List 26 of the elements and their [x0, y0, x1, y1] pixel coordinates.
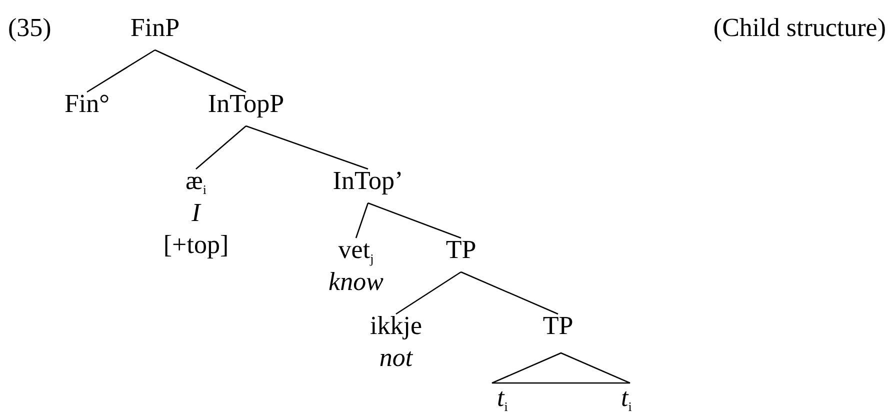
structure-caption: (Child structure) — [713, 12, 886, 44]
tree-node-label: Fin° — [64, 88, 110, 120]
tree-node-label: æ$_{i}$ — [186, 165, 206, 197]
tree-branch — [196, 126, 246, 170]
tree-node-label: TP — [542, 310, 574, 342]
tree-branch — [355, 202, 369, 238]
tree-branch — [396, 271, 462, 315]
tree-branch — [154, 49, 246, 93]
gloss-text: know — [328, 266, 384, 298]
tree-branch — [460, 271, 558, 315]
tree-node-label: FinP — [130, 12, 180, 44]
gloss-text: I — [192, 197, 200, 229]
trace-label: t$_{i}$ — [621, 382, 632, 414]
tree-branch — [246, 125, 368, 170]
tree-node-label: vet$_{j}$ — [338, 234, 374, 266]
tree-node-label: TP — [446, 234, 476, 266]
trace-label: t$_{i}$ — [497, 382, 508, 414]
triangle-shape — [491, 352, 631, 384]
example-number: (35) — [8, 12, 52, 44]
tree-node-label: InTopP — [208, 88, 284, 120]
tree-node-label: ikkje — [370, 310, 422, 342]
tree-branch — [368, 202, 462, 239]
gloss-text: not — [379, 342, 413, 374]
tree-node-label: InTop’ — [332, 165, 404, 197]
tree-branch — [86, 49, 156, 93]
feature-label: [+top] — [163, 229, 229, 261]
